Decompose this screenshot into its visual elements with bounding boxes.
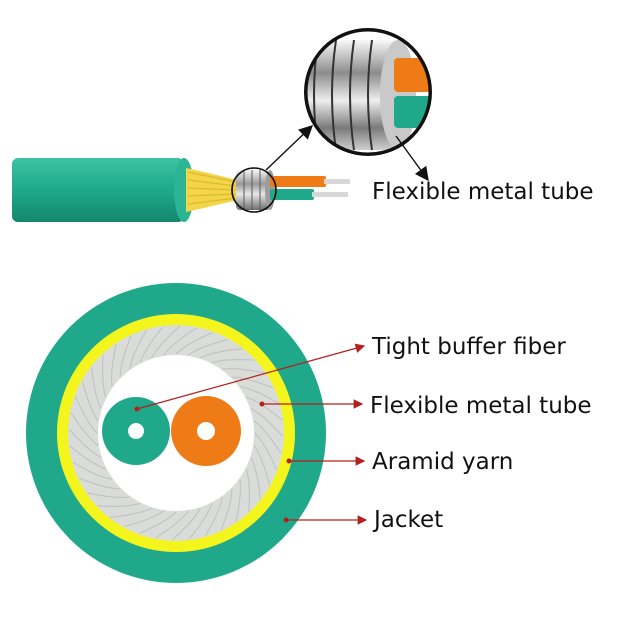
label-tight-buffer-fiber: Tight buffer fiber [372, 334, 566, 360]
metal-tube-strand [200, 348, 243, 359]
zoom-detail [304, 28, 432, 156]
zoom-marker-ring [231, 167, 277, 213]
metal-tube-strand [70, 412, 99, 446]
metal-tube-strand [87, 492, 130, 498]
metal-tube-strand [82, 380, 99, 421]
metal-tube-strand [109, 507, 152, 518]
metal-tube-spiral [68, 325, 284, 541]
metal-tube-strand [111, 344, 117, 387]
metal-tube-strand [254, 432, 277, 470]
zoom-orange-fiber [394, 58, 430, 92]
metal-tube-strand [78, 477, 121, 490]
top-label-arrow [395, 135, 429, 182]
metal-tube-strand [163, 327, 197, 356]
metal-tube-strand [155, 510, 189, 539]
metal-tube-strand [69, 445, 106, 470]
metal-tube-side [236, 170, 270, 210]
zoom-leader-line [265, 125, 314, 171]
metal-tube-strand [235, 479, 241, 522]
metal-tube-strand [97, 502, 141, 507]
metal-tube-strand [253, 445, 270, 486]
green-fiber-side [270, 189, 314, 200]
metal-tube-strand [139, 511, 177, 534]
cable-cross-section [26, 283, 326, 583]
metal-tube-strand [231, 376, 274, 389]
label-flexible-metal-tube: Flexible metal tube [370, 393, 592, 419]
metal-tube-strand [91, 366, 102, 409]
metal-tube-strand [253, 420, 282, 454]
zoom-green-fiber [394, 96, 430, 128]
metal-tube-strand [222, 368, 265, 374]
metal-tube-strand [239, 386, 280, 405]
metal-tube-strand [188, 503, 213, 540]
cable-side-view [12, 158, 350, 222]
metal-tube-strand [139, 326, 164, 363]
metal-tube-strand [211, 359, 255, 364]
metal-tube-strand [250, 457, 261, 500]
metal-tube-strand [102, 354, 107, 398]
metal-tube-strand [119, 335, 132, 378]
jacket-side [12, 158, 184, 222]
label-top-flexible-metal-tube: Flexible metal tube [372, 179, 594, 205]
metal-tube-strand [68, 428, 102, 458]
metal-tube-strand [250, 408, 284, 438]
metal-tube-strand [175, 332, 213, 355]
aramid-yarn-side [186, 168, 238, 212]
metal-tube-strand [151, 325, 181, 359]
metal-tube-strand [123, 510, 164, 527]
tight-fiber-leader [136, 343, 366, 410]
metal-tube-strand [171, 507, 201, 541]
leader-lines [134, 343, 368, 525]
metal-tube-strand [220, 488, 233, 531]
label-aramid-yarn: Aramid yarn [372, 449, 514, 475]
metal-tube-strand [204, 496, 223, 537]
metal-tube-strand [72, 461, 113, 480]
metal-tube-strand [188, 339, 229, 356]
metal-tube-strand [75, 396, 98, 434]
label-jacket: Jacket [374, 507, 444, 533]
orange-fiber-side [270, 176, 326, 187]
metal-tube-strand [245, 468, 250, 512]
metal-tube-strand [129, 329, 148, 370]
